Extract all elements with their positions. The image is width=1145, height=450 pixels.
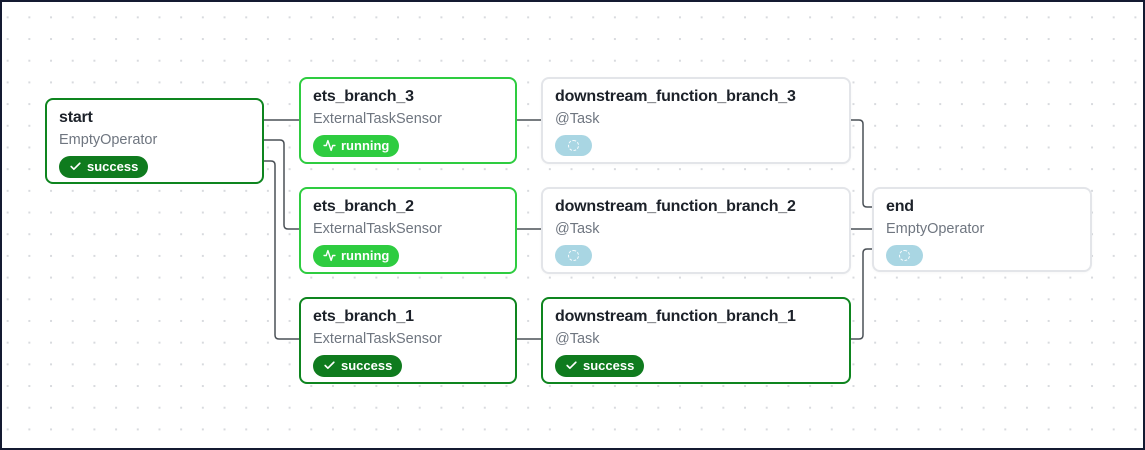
node-ets-branch-3[interactable]: ets_branch_3 ExternalTaskSensor running bbox=[299, 77, 517, 164]
status-badge-success: success bbox=[59, 155, 149, 178]
node-title: end bbox=[886, 198, 914, 215]
status-label: success bbox=[87, 159, 139, 175]
status-badge-success: success bbox=[555, 354, 645, 377]
node-operator: ExternalTaskSensor bbox=[313, 110, 442, 127]
node-title: ets_branch_2 bbox=[313, 198, 414, 215]
node-operator: @Task bbox=[555, 110, 600, 127]
status-label: success bbox=[341, 358, 393, 374]
status-badge-no-status bbox=[555, 134, 592, 156]
node-title: ets_branch_3 bbox=[313, 88, 414, 105]
node-title: downstream_function_branch_3 bbox=[555, 88, 796, 105]
edge-start-ets2 bbox=[264, 139, 299, 230]
status-badge-no-status bbox=[886, 244, 923, 266]
node-end[interactable]: end EmptyOperator bbox=[872, 187, 1092, 272]
check-icon bbox=[70, 162, 81, 171]
status-badge-running: running bbox=[313, 134, 400, 157]
node-downstream-function-branch-3[interactable]: downstream_function_branch_3 @Task bbox=[541, 77, 851, 164]
activity-icon bbox=[323, 250, 336, 262]
status-label: running bbox=[341, 138, 390, 154]
node-title: ets_branch_1 bbox=[313, 308, 414, 325]
edge-d3-end bbox=[851, 119, 872, 208]
node-downstream-function-branch-1[interactable]: downstream_function_branch_1 @Task succe… bbox=[541, 297, 851, 384]
dashed-circle-icon bbox=[568, 139, 579, 151]
edge-d1-end bbox=[851, 248, 872, 340]
status-label: running bbox=[341, 248, 390, 264]
check-icon bbox=[566, 361, 577, 370]
node-title: downstream_function_branch_2 bbox=[555, 198, 796, 215]
node-ets-branch-1[interactable]: ets_branch_1 ExternalTaskSensor success bbox=[299, 297, 517, 384]
node-downstream-function-branch-2[interactable]: downstream_function_branch_2 @Task bbox=[541, 187, 851, 274]
check-icon bbox=[324, 361, 335, 370]
node-operator: ExternalTaskSensor bbox=[313, 220, 442, 237]
dashed-circle-icon bbox=[899, 249, 910, 261]
status-badge-running: running bbox=[313, 244, 400, 267]
node-operator: @Task bbox=[555, 220, 600, 237]
node-operator: @Task bbox=[555, 330, 600, 347]
node-operator: ExternalTaskSensor bbox=[313, 330, 442, 347]
node-operator: EmptyOperator bbox=[886, 220, 985, 237]
node-operator: EmptyOperator bbox=[59, 131, 158, 148]
status-label: success bbox=[583, 358, 635, 374]
node-ets-branch-2[interactable]: ets_branch_2 ExternalTaskSensor running bbox=[299, 187, 517, 274]
status-badge-no-status bbox=[555, 244, 592, 266]
node-title: start bbox=[59, 109, 93, 126]
dashed-circle-icon bbox=[568, 249, 579, 261]
node-title: downstream_function_branch_1 bbox=[555, 308, 796, 325]
node-start[interactable]: start EmptyOperator success bbox=[45, 98, 264, 184]
edge-start-ets1 bbox=[264, 160, 299, 340]
status-badge-success: success bbox=[313, 354, 403, 377]
activity-icon bbox=[323, 140, 336, 152]
